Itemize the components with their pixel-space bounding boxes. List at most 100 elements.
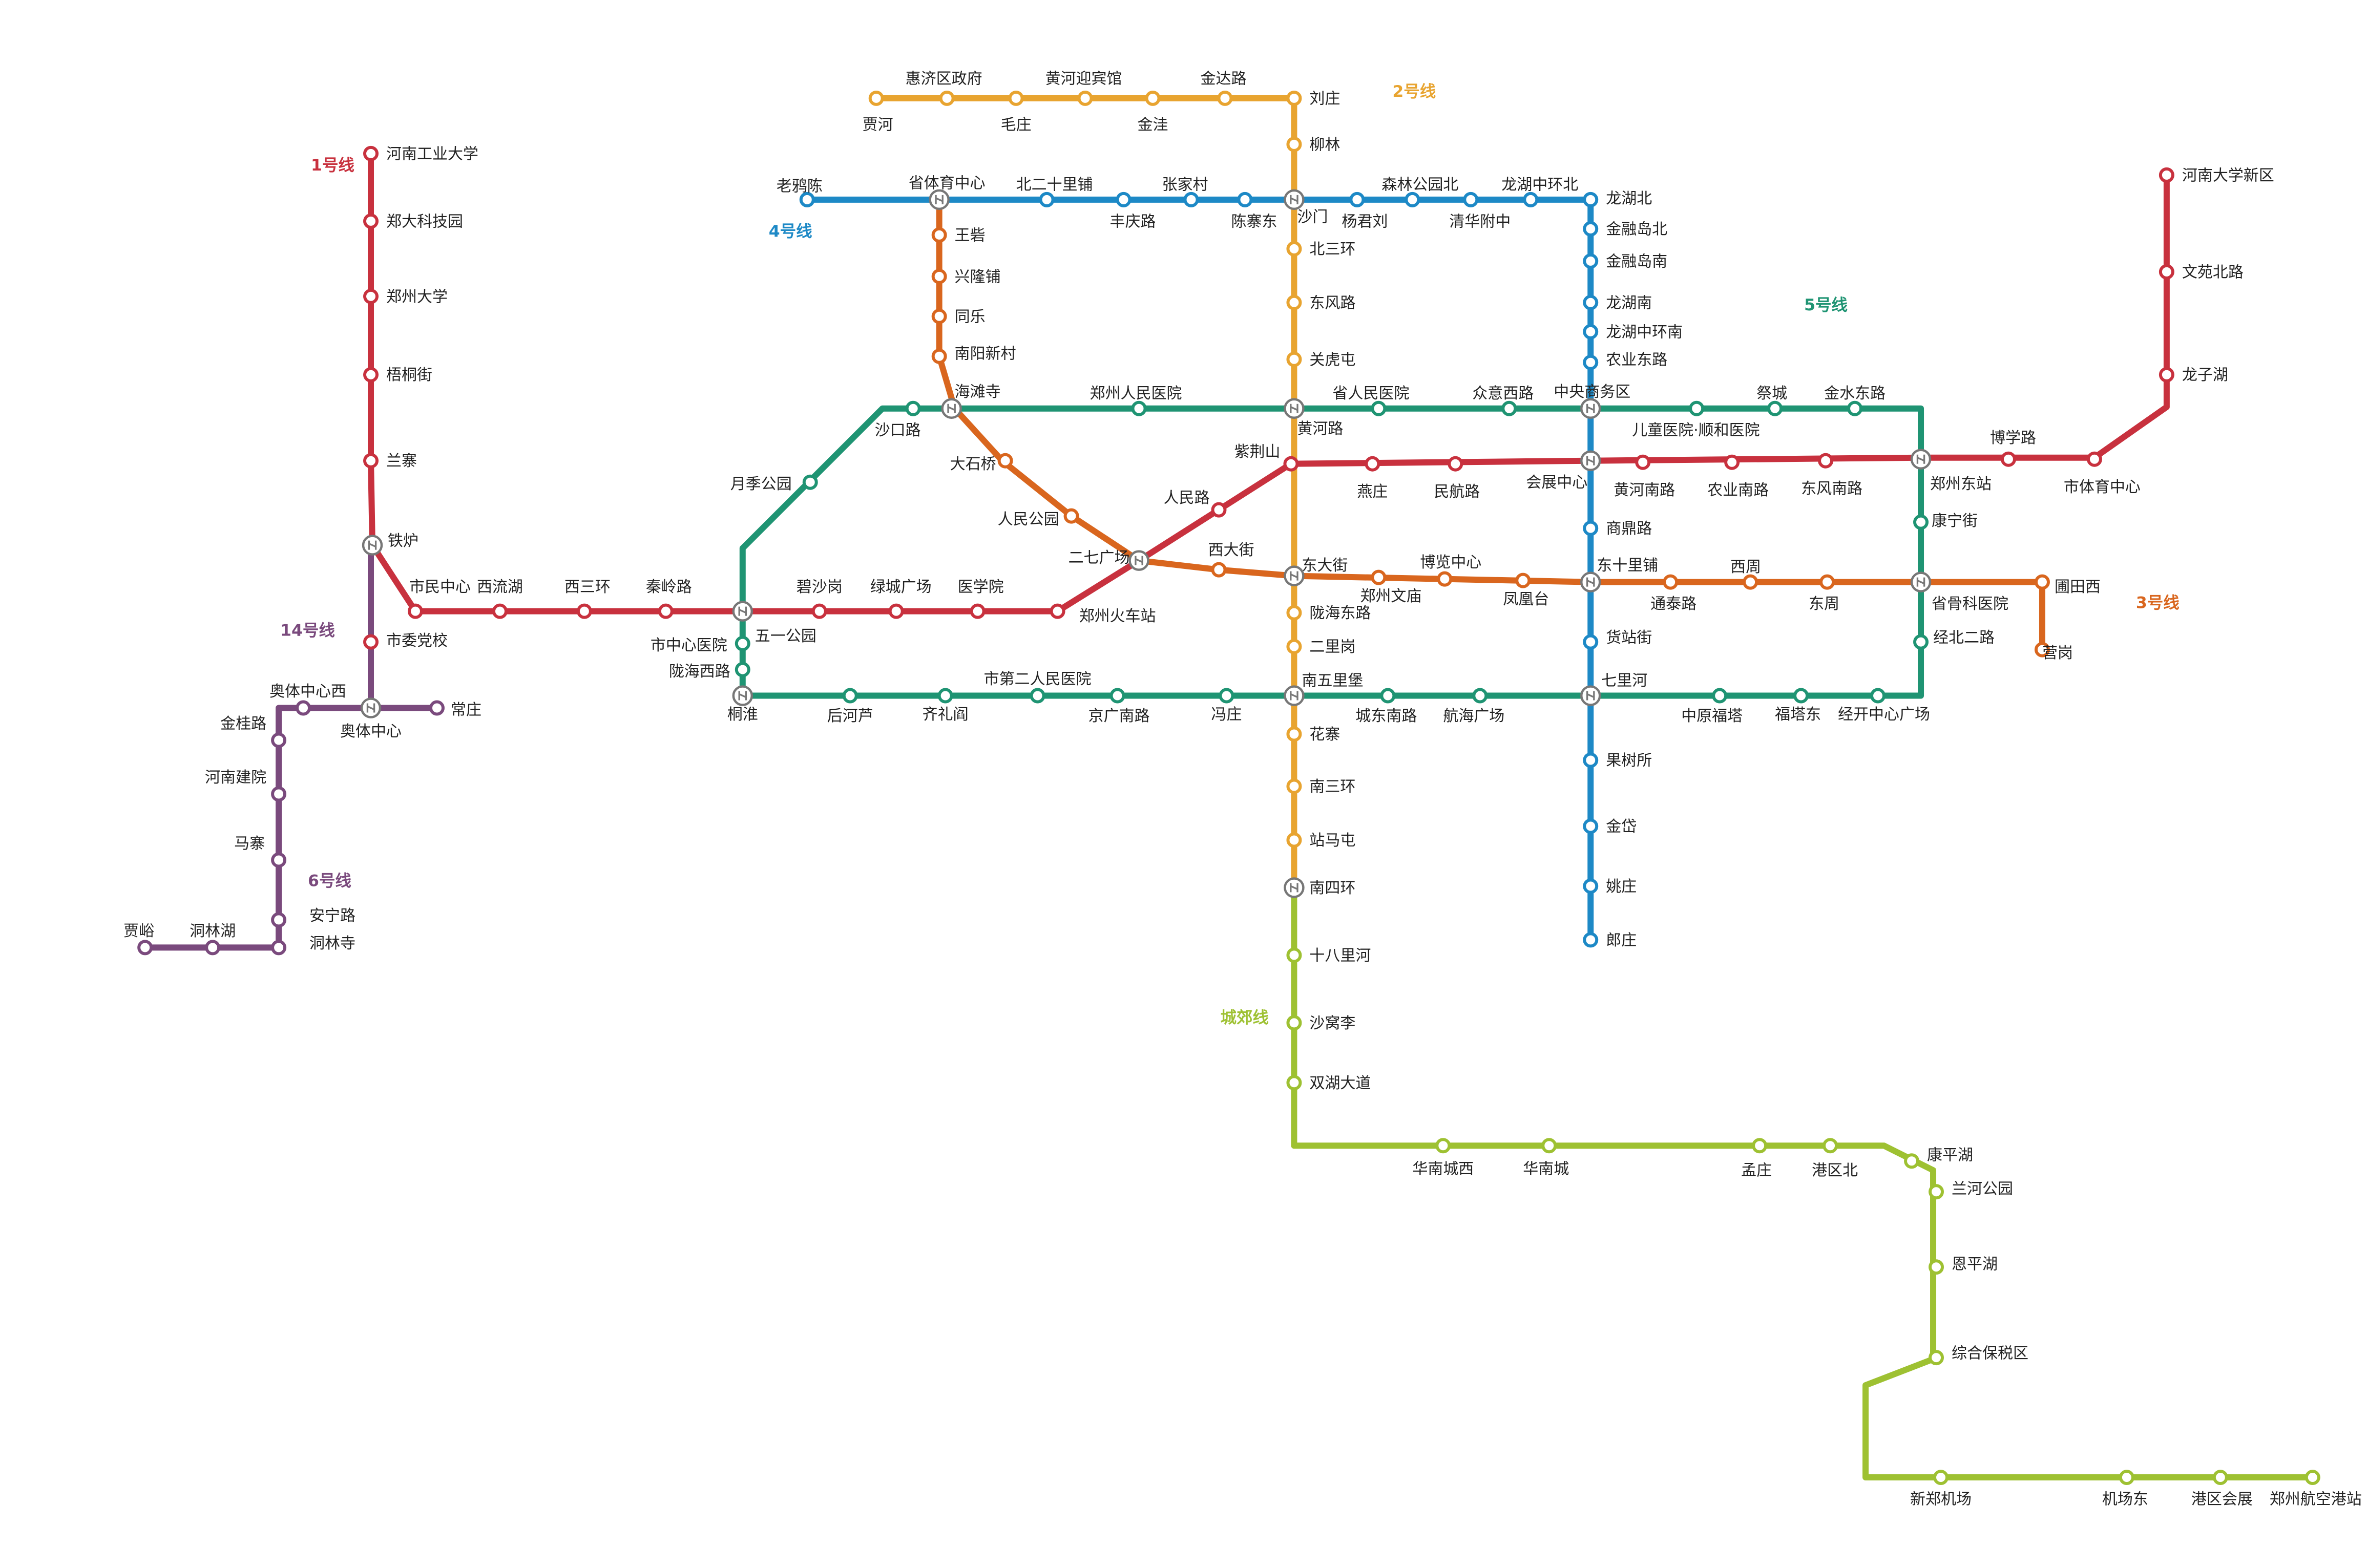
station-marker[interactable] xyxy=(1712,688,1728,704)
station-marker[interactable] xyxy=(1131,400,1147,416)
station-marker[interactable] xyxy=(363,145,379,161)
station-marker[interactable] xyxy=(363,288,379,304)
station-marker[interactable] xyxy=(1211,562,1227,578)
station-marker[interactable] xyxy=(735,662,750,677)
station-marker[interactable] xyxy=(1793,688,1809,704)
station-marker[interactable] xyxy=(1217,90,1233,106)
station-marker[interactable] xyxy=(1913,514,1929,530)
station-marker[interactable] xyxy=(1109,688,1125,704)
station-marker[interactable] xyxy=(1286,1015,1302,1031)
station-marker[interactable] xyxy=(1823,1138,1838,1154)
station-marker[interactable] xyxy=(429,700,445,716)
station-marker[interactable] xyxy=(2000,451,2016,467)
station-marker[interactable] xyxy=(1933,1470,1949,1486)
station-marker[interactable] xyxy=(1663,574,1679,590)
station-marker[interactable] xyxy=(1116,192,1132,207)
station-marker[interactable] xyxy=(1286,351,1302,367)
station-marker[interactable] xyxy=(1583,818,1599,834)
station-marker[interactable] xyxy=(1380,688,1396,704)
station-marker[interactable] xyxy=(1286,726,1302,742)
interchange-marker[interactable] xyxy=(1580,398,1601,419)
station-marker[interactable] xyxy=(1237,192,1253,207)
interchange-marker[interactable] xyxy=(1284,685,1305,706)
station-marker[interactable] xyxy=(1039,192,1055,207)
station-marker[interactable] xyxy=(799,192,815,207)
interchange-marker[interactable] xyxy=(1284,565,1305,586)
station-marker[interactable] xyxy=(1583,294,1599,310)
interchange-marker[interactable] xyxy=(732,685,753,706)
station-marker[interactable] xyxy=(1286,605,1302,621)
station-marker[interactable] xyxy=(1145,90,1161,106)
station-marker[interactable] xyxy=(407,603,423,619)
station-marker[interactable] xyxy=(2034,574,2050,590)
station-marker[interactable] xyxy=(1437,571,1453,587)
station-marker[interactable] xyxy=(1183,192,1199,207)
station-marker[interactable] xyxy=(1523,192,1539,207)
station-marker[interactable] xyxy=(1286,1075,1302,1091)
station-marker[interactable] xyxy=(970,603,986,619)
station-marker[interactable] xyxy=(1286,294,1302,310)
station-marker[interactable] xyxy=(2034,642,2050,658)
station-marker[interactable] xyxy=(1904,1153,1920,1169)
station-marker[interactable] xyxy=(939,90,955,106)
station-marker[interactable] xyxy=(1929,1350,1944,1366)
station-marker[interactable] xyxy=(205,940,221,956)
station-marker[interactable] xyxy=(1286,241,1302,257)
station-marker[interactable] xyxy=(363,634,379,650)
station-marker[interactable] xyxy=(905,400,921,416)
station-marker[interactable] xyxy=(1030,688,1045,704)
station-marker[interactable] xyxy=(997,453,1013,469)
station-marker[interactable] xyxy=(1752,1138,1768,1154)
station-marker[interactable] xyxy=(1283,456,1299,472)
station-marker[interactable] xyxy=(1008,90,1024,106)
interchange-marker[interactable] xyxy=(1910,571,1932,592)
station-marker[interactable] xyxy=(1583,192,1599,207)
station-marker[interactable] xyxy=(1501,400,1517,416)
station-marker[interactable] xyxy=(1583,932,1599,948)
station-marker[interactable] xyxy=(888,603,904,619)
station-marker[interactable] xyxy=(1286,832,1302,848)
interchange-marker[interactable] xyxy=(929,189,950,210)
station-marker[interactable] xyxy=(1819,574,1835,590)
interchange-marker[interactable] xyxy=(360,697,382,718)
station-marker[interactable] xyxy=(2159,264,2174,280)
interchange-marker[interactable] xyxy=(1284,877,1305,898)
station-marker[interactable] xyxy=(1929,1259,1944,1275)
interchange-marker[interactable] xyxy=(1284,398,1305,419)
station-marker[interactable] xyxy=(735,635,750,651)
station-marker[interactable] xyxy=(1211,502,1227,518)
station-marker[interactable] xyxy=(1583,324,1599,340)
station-marker[interactable] xyxy=(802,474,818,490)
station-marker[interactable] xyxy=(137,940,153,956)
station-marker[interactable] xyxy=(1583,752,1599,768)
station-marker[interactable] xyxy=(1515,573,1531,588)
interchange-marker[interactable] xyxy=(1580,571,1601,592)
station-marker[interactable] xyxy=(1349,192,1365,207)
station-marker[interactable] xyxy=(1818,453,1834,469)
station-marker[interactable] xyxy=(1583,221,1599,237)
station-marker[interactable] xyxy=(271,940,287,956)
station-marker[interactable] xyxy=(1371,400,1387,416)
station-marker[interactable] xyxy=(363,367,379,383)
station-marker[interactable] xyxy=(363,453,379,469)
station-marker[interactable] xyxy=(931,268,947,284)
station-marker[interactable] xyxy=(1463,192,1479,207)
station-marker[interactable] xyxy=(931,308,947,324)
station-marker[interactable] xyxy=(296,700,311,716)
station-marker[interactable] xyxy=(576,603,592,619)
station-marker[interactable] xyxy=(1286,947,1302,963)
station-marker[interactable] xyxy=(1541,1138,1557,1154)
station-marker[interactable] xyxy=(492,603,508,619)
station-marker[interactable] xyxy=(271,912,287,928)
station-marker[interactable] xyxy=(868,90,884,106)
station-marker[interactable] xyxy=(931,348,947,364)
station-marker[interactable] xyxy=(2086,451,2102,467)
interchange-marker[interactable] xyxy=(732,601,753,622)
station-marker[interactable] xyxy=(1472,688,1488,704)
station-marker[interactable] xyxy=(1286,90,1302,106)
station-marker[interactable] xyxy=(658,603,674,619)
station-marker[interactable] xyxy=(1913,634,1929,650)
station-marker[interactable] xyxy=(1405,192,1420,207)
station-marker[interactable] xyxy=(1365,456,1380,472)
station-marker[interactable] xyxy=(1583,634,1599,650)
